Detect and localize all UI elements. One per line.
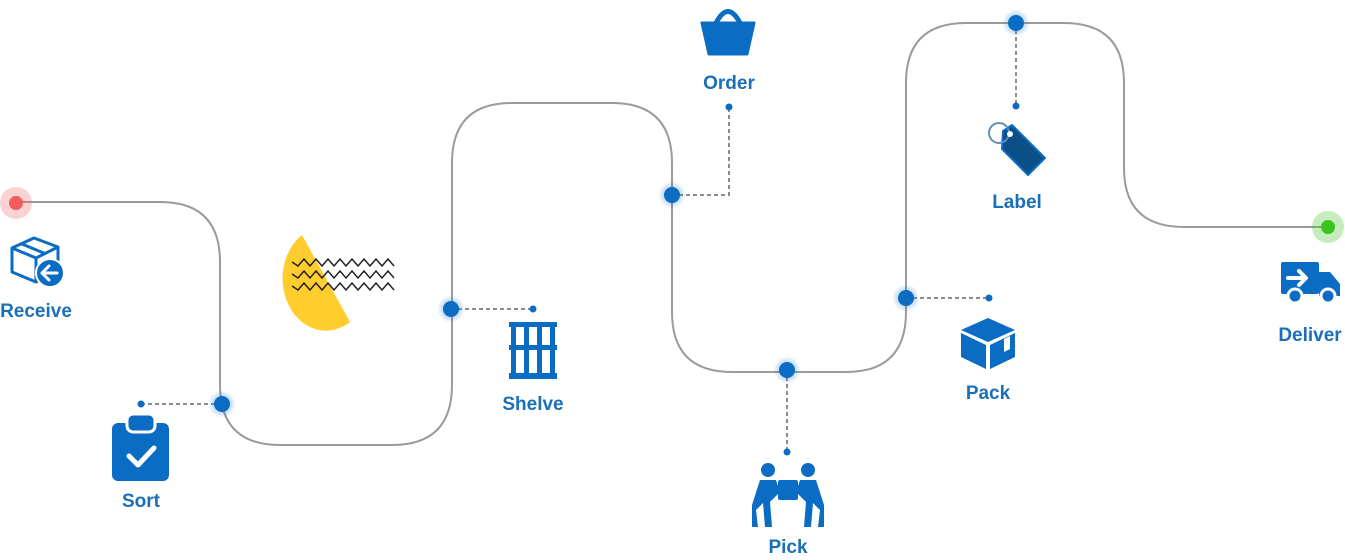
connector-end-dots bbox=[137, 102, 1020, 456]
node-label bbox=[1002, 9, 1030, 37]
delivery-truck-icon bbox=[1281, 262, 1340, 305]
step-label-pick: Pick bbox=[768, 537, 808, 558]
connector-end-dot bbox=[137, 400, 145, 408]
path-nodes bbox=[208, 9, 1030, 418]
zigzag-line bbox=[291, 257, 395, 268]
clipboard-check-icon bbox=[112, 412, 169, 481]
tag-icon bbox=[988, 122, 1046, 176]
step-label-pack: Pack bbox=[966, 383, 1011, 404]
zigzag-line bbox=[291, 269, 395, 280]
end-marker bbox=[1312, 211, 1344, 243]
step-label-label: Label bbox=[992, 192, 1042, 213]
connector-end-dot bbox=[1012, 102, 1020, 110]
step-label-shelve: Shelve bbox=[502, 394, 563, 415]
connector-end-dot bbox=[529, 305, 537, 313]
node-sort bbox=[208, 390, 236, 418]
decorative-wave-graphic bbox=[282, 235, 395, 331]
basket-icon bbox=[700, 9, 756, 56]
people-carry-box-icon bbox=[752, 463, 824, 527]
connector-end-dot bbox=[725, 103, 733, 111]
box-return-icon bbox=[10, 236, 65, 288]
workflow-path bbox=[17, 22, 1328, 446]
step-label-sort: Sort bbox=[122, 491, 161, 512]
node-order bbox=[658, 181, 686, 209]
connectors bbox=[141, 23, 1017, 452]
step-label-receive: Receive bbox=[0, 301, 72, 322]
node-shelve bbox=[437, 295, 465, 323]
step-label-deliver: Deliver bbox=[1278, 325, 1342, 346]
package-icon bbox=[961, 318, 1015, 369]
node-pack bbox=[892, 284, 920, 312]
connector-end-dot bbox=[985, 294, 993, 302]
connector-order bbox=[672, 107, 730, 196]
connector-end-dot bbox=[783, 448, 791, 456]
step-label-order: Order bbox=[703, 73, 755, 94]
node-pick bbox=[773, 356, 801, 384]
zigzag-line bbox=[291, 281, 395, 292]
step-labels: Receive Sort Shelve Order Pick Pack Labe… bbox=[0, 73, 1342, 558]
shelving-icon bbox=[509, 322, 557, 379]
start-marker bbox=[0, 187, 32, 219]
